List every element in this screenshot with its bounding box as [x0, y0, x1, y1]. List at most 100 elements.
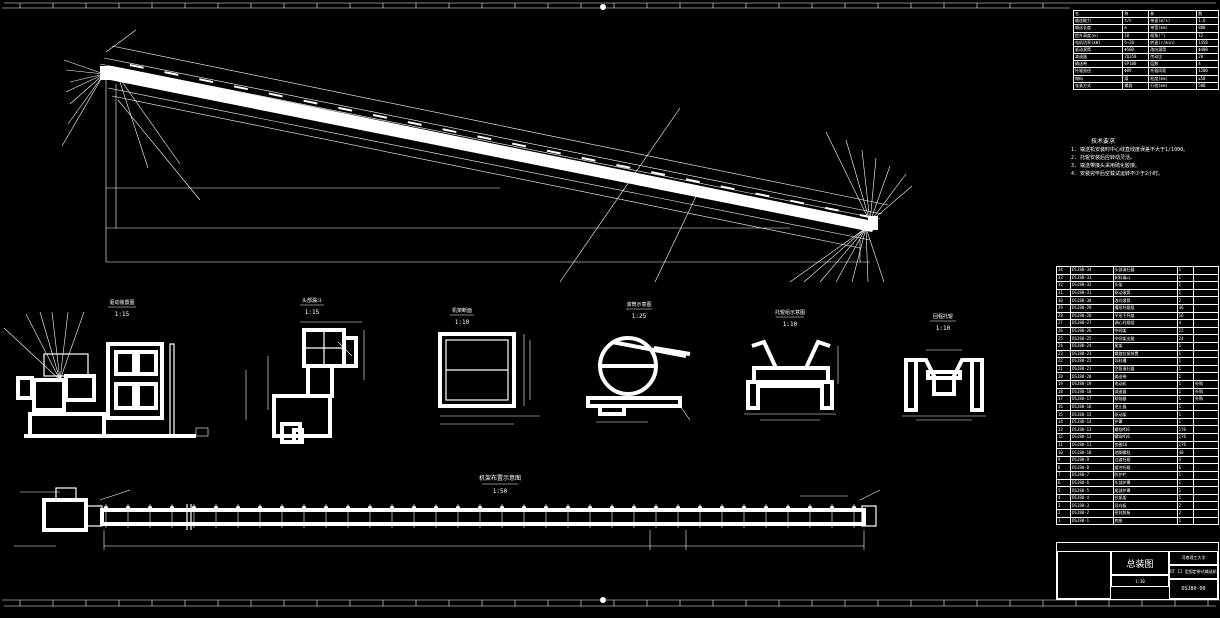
spec-cell: 物料: [1073, 74, 1124, 83]
parts-cell: DSJ80-22: [1070, 357, 1114, 366]
leader-line: [59, 311, 69, 381]
frame-layout-view: [14, 487, 881, 550]
parts-cell: 密封胶板: [1112, 509, 1178, 518]
parts-cell: 头部护罩: [1112, 478, 1178, 488]
parts-cell: DSJ80-16: [1070, 402, 1114, 412]
dimension-mark: [685, 178, 700, 184]
spec-cell: 10: [1122, 31, 1150, 40]
head-end-leader-lines: [61, 29, 137, 147]
parts-cell: [1192, 326, 1219, 336]
leader-line: [65, 69, 105, 75]
spec-cell: 1.6: [1196, 17, 1219, 26]
parts-cell: 1: [1176, 364, 1194, 374]
parts-cell: 15: [1056, 410, 1072, 419]
parts-cell: 1: [1176, 341, 1194, 351]
parts-cell: DSJ80-31: [1070, 288, 1114, 298]
parts-cell: [1192, 463, 1219, 473]
parts-cell: DSJ80-27: [1070, 319, 1114, 328]
drawing-title: 总装图: [1111, 551, 1169, 575]
spec-cell: 转速(r/min): [1148, 38, 1198, 47]
parts-cell: 尾部护罩: [1112, 486, 1178, 495]
parts-cell: 22: [1056, 357, 1072, 366]
dimension-mark: [824, 206, 839, 212]
parts-cell: 176: [1176, 425, 1194, 435]
product-name: DT II 型固定带式输送机: [1169, 565, 1218, 579]
spec-cell: t/h: [1122, 17, 1150, 26]
parts-cell: DSJ80-2: [1070, 509, 1114, 518]
parts-cell: 空段清扫器: [1112, 364, 1178, 374]
spec-header-cell: 名: [1073, 10, 1124, 19]
parts-cell: DSJ80-21: [1070, 364, 1114, 374]
parts-cell: DSJ80-1: [1070, 516, 1114, 526]
parts-cell: 2: [1056, 509, 1072, 518]
parts-cell: DSJ80-20: [1070, 372, 1114, 381]
leader-line: [869, 185, 913, 223]
parts-cell: 16: [1176, 311, 1194, 321]
dimension-mark: [268, 92, 283, 98]
spec-header-cell: 称: [1122, 10, 1150, 19]
parts-cell: 30: [1056, 296, 1072, 305]
parts-cell: 17: [1056, 395, 1072, 404]
parts-cell: 螺栓M16: [1112, 425, 1178, 435]
leader-line: [865, 227, 885, 283]
parts-cell: 1: [1176, 281, 1194, 290]
frame-view-scale: 1:10: [455, 319, 470, 326]
return-view-label: 回程托辊: [933, 313, 953, 320]
parts-cell: 卸料漏斗: [1112, 273, 1178, 283]
parts-cell: DSJ80-18: [1070, 387, 1114, 397]
dimension-mark: [790, 199, 805, 205]
leader-line: [39, 311, 61, 381]
parts-cell: DSJ80-23: [1070, 349, 1114, 359]
parts-cell: 24: [1176, 334, 1194, 343]
leader-line: [803, 227, 867, 283]
parts-cell: 1: [1056, 516, 1072, 526]
dimension-mark: [546, 149, 561, 155]
spec-cell: 粒度(mm): [1148, 74, 1198, 83]
parts-cell: 20: [1056, 372, 1072, 381]
drive-view-label: 驱动装置图: [109, 299, 134, 306]
drive-leader-lines: [3, 311, 85, 381]
spec-cell: 倾角(°): [1148, 31, 1198, 40]
parts-cell: 调心托辊组: [1112, 319, 1178, 328]
drawing-number: DSJ80-00: [1169, 579, 1218, 599]
leader-line: [865, 227, 869, 283]
parts-cell: 31: [1056, 288, 1072, 298]
parts-cell: 头架: [1112, 281, 1178, 290]
dimension-mark: [651, 171, 666, 176]
dimension-mark: [303, 99, 318, 105]
leader-line: [51, 311, 61, 381]
parts-cell: 1: [1176, 357, 1194, 366]
spec-cell: 煤: [1122, 74, 1150, 83]
parts-cell: [1192, 448, 1219, 457]
leader-line: [851, 227, 867, 283]
parts-cell: 底座: [1112, 516, 1178, 526]
spec-cell: 带速(m/s): [1148, 17, 1198, 26]
leader-line: [69, 73, 105, 83]
parts-cell: 槽形托辊组: [1112, 303, 1178, 313]
parts-cell: [1192, 440, 1219, 450]
parts-cell: DSJ80-25: [1070, 334, 1114, 343]
parts-cell: [1192, 266, 1219, 275]
return-idler-view: [902, 349, 986, 421]
leader-line: [59, 311, 85, 381]
technical-notes: 技术要求 1. 输送机安装时中心线直线度误差不大于1/1000。 2. 托辊安装…: [1071, 138, 1219, 190]
dimension-mark: [338, 106, 353, 112]
parts-cell: [1192, 417, 1219, 427]
parts-cell: 4: [1056, 493, 1072, 503]
parts-cell: 2: [1176, 501, 1194, 510]
note-item: 3. 输送带接头采用硫化胶接。: [1071, 163, 1141, 169]
parts-cell: [1192, 493, 1219, 503]
spec-cell: Φ500: [1122, 45, 1150, 55]
parts-cell: DSJ80-7: [1070, 471, 1114, 480]
parts-cell: 1: [1176, 372, 1194, 381]
